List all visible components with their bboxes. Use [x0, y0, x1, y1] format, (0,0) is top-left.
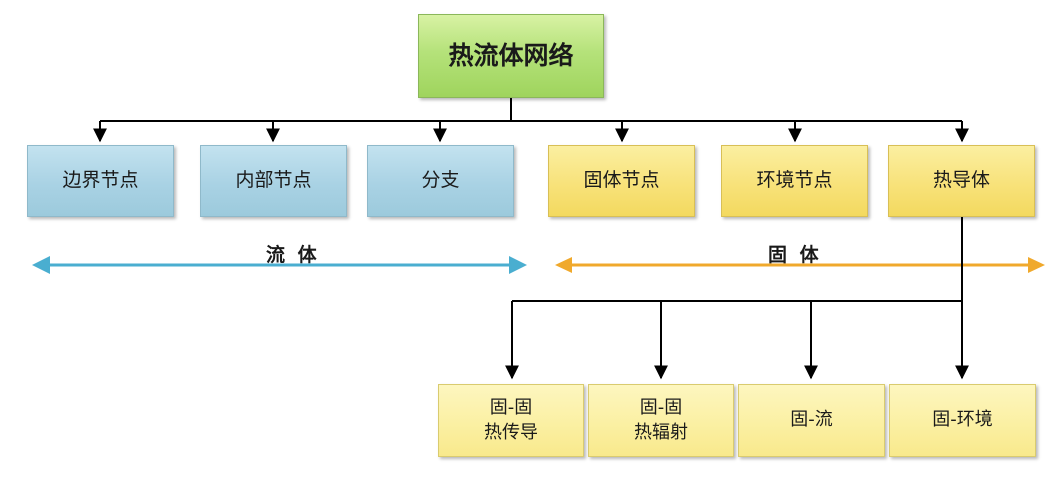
fluid-range-arrow — [32, 256, 527, 274]
node-solid-solid-conduction: 固-固 热传导 — [438, 384, 584, 457]
node-boundary: 边界节点 — [27, 145, 174, 217]
node-solid-environment-label: 固-环境 — [932, 409, 993, 431]
node-branch-label: 分支 — [421, 169, 460, 192]
node-internal-label: 内部节点 — [235, 169, 312, 192]
node-solid-environment: 固-环境 — [889, 384, 1036, 457]
node-boundary-label: 边界节点 — [62, 169, 139, 192]
node-solid-solid-radiation-line2: 热辐射 — [634, 421, 688, 443]
node-solid-solid-conduction-line2: 热传导 — [484, 421, 538, 443]
node-branch: 分支 — [367, 145, 514, 217]
node-solid-label: 固体节点 — [583, 169, 660, 192]
node-solid-solid-radiation-line1: 固-固 — [639, 397, 683, 419]
node-thermal-conductor: 热导体 — [888, 145, 1035, 217]
node-solid-solid-radiation: 固-固 热辐射 — [588, 384, 734, 457]
node-internal: 内部节点 — [200, 145, 347, 217]
root-node-label: 热流体网络 — [448, 41, 574, 71]
node-solid: 固体节点 — [548, 145, 695, 217]
solid-range-label: 固 体 — [768, 244, 822, 266]
node-solid-fluid: 固-流 — [738, 384, 885, 457]
node-environment-label: 环境节点 — [756, 169, 833, 192]
root-node-thermal-fluid-network: 热流体网络 — [418, 14, 604, 98]
node-solid-solid-conduction-line1: 固-固 — [489, 397, 533, 419]
solid-range-arrow — [555, 257, 1045, 273]
node-thermal-conductor-label: 热导体 — [932, 169, 990, 192]
node-solid-fluid-label: 固-流 — [790, 409, 833, 431]
fluid-range-label: 流 体 — [266, 244, 320, 266]
node-environment: 环境节点 — [721, 145, 868, 217]
